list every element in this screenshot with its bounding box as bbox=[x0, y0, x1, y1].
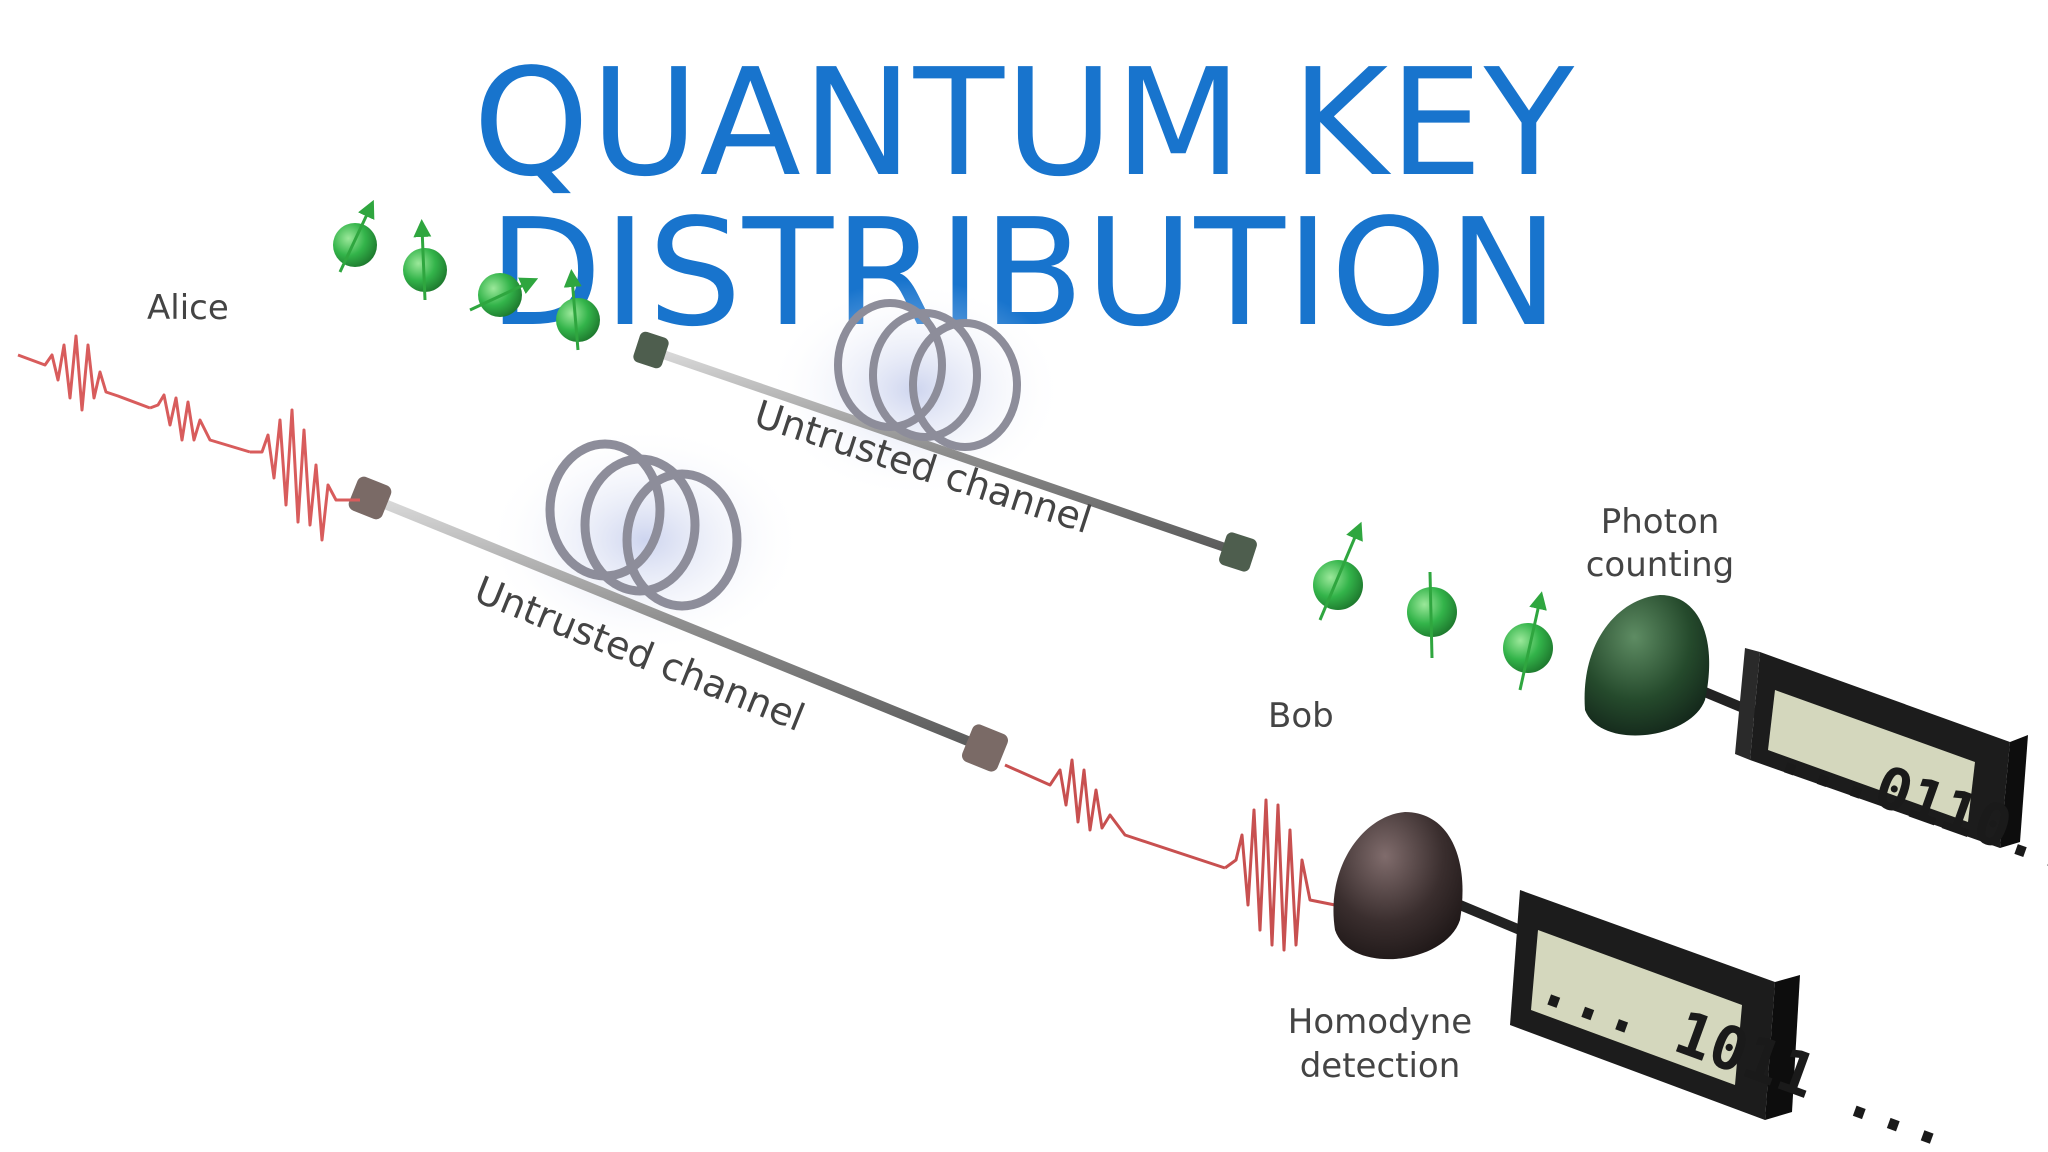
photon-icon bbox=[333, 199, 377, 273]
photon-counting-label: Photon counting bbox=[1586, 502, 1735, 585]
bottom-coil-glow bbox=[485, 425, 805, 655]
bottom-fiber-connector-left bbox=[348, 476, 392, 520]
top-display-screen bbox=[1768, 690, 1975, 822]
top-fiber-connector-right bbox=[1219, 532, 1257, 572]
photon-icon bbox=[1503, 591, 1553, 691]
pulse-icon bbox=[250, 408, 360, 542]
top-fiber-channel bbox=[633, 280, 1257, 572]
photon-counting-detector bbox=[1584, 595, 1762, 736]
bottom-fiber-line bbox=[365, 493, 990, 753]
alice-label: Alice bbox=[147, 288, 229, 328]
pulse-icon bbox=[149, 393, 251, 454]
photon-counting-line1: Photon bbox=[1601, 502, 1720, 542]
page-title: QUANTUM KEY DISTRIBUTION bbox=[472, 37, 1576, 359]
bottom-fiber-coil-icon bbox=[545, 439, 742, 611]
bob-photons bbox=[1313, 521, 1553, 691]
bob-pulses bbox=[1004, 758, 1336, 952]
photon-counting-line2: counting bbox=[1586, 545, 1735, 585]
homodyne-line1: Homodyne bbox=[1288, 1002, 1472, 1042]
bottom-fiber-connector-right bbox=[962, 724, 1008, 772]
pulse-icon bbox=[1004, 758, 1226, 870]
photon-icon bbox=[403, 219, 447, 301]
photon-icon bbox=[556, 269, 600, 351]
bottom-display-box: ... 1011 ... bbox=[1510, 890, 1961, 1152]
alice-photons bbox=[333, 199, 600, 351]
alice-pulses bbox=[17, 334, 360, 542]
photon-icon bbox=[1313, 521, 1363, 621]
homodyne-line2: detection bbox=[1300, 1046, 1461, 1086]
bob-label: Bob bbox=[1268, 696, 1334, 736]
top-display-box: ...0110... bbox=[1735, 648, 2048, 898]
photon-icon bbox=[469, 273, 539, 317]
top-fiber-coil-icon bbox=[834, 299, 1021, 451]
pulse-icon bbox=[1224, 798, 1336, 952]
photon-icon bbox=[1407, 571, 1457, 659]
homodyne-detection-label: Homodyne detection bbox=[1288, 1002, 1472, 1086]
top-fiber-line bbox=[645, 345, 1243, 557]
bottom-fiber-channel bbox=[348, 425, 1008, 772]
homodyne-detector bbox=[1333, 812, 1522, 960]
top-fiber-connector-left bbox=[633, 331, 669, 369]
pulse-icon bbox=[17, 334, 151, 412]
detector-dome-icon bbox=[1333, 812, 1463, 960]
bottom-display-screen bbox=[1531, 930, 1742, 1085]
detector-dome-icon bbox=[1584, 595, 1710, 736]
